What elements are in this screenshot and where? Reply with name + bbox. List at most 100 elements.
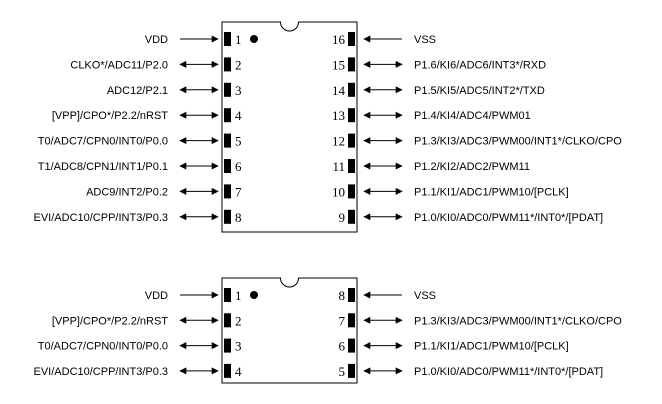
pin-label: P1.0/KI0/ADC0/PWM11*/INT0*/[PDAT] [414, 366, 603, 378]
pin-number: 3 [235, 339, 242, 354]
left-pin-8: 8 EVI/ADC10/CPP/INT3/P0.3 [34, 209, 242, 225]
package-outline [221, 21, 358, 233]
pin-label: P1.1/KI1/ADC1/PWM10/[PCLK] [414, 186, 569, 198]
pin-pad [224, 209, 231, 224]
left-pin-1: 1 VDD [145, 32, 242, 47]
pin-number: 6 [339, 339, 346, 354]
pin-pad [348, 288, 355, 302]
pin-number: 4 [235, 364, 242, 379]
pin-label: P1.1/KI1/ADC1/PWM10/[PCLK] [414, 341, 569, 353]
pin-pad [348, 313, 355, 328]
pin-label: P1.0/KI0/ADC0/PWM11*/INT0*/[PDAT] [414, 212, 603, 224]
pin-pad [348, 133, 355, 148]
pin-label: EVI/ADC10/CPP/INT3/P0.3 [34, 212, 169, 224]
right-pin-14: 14 P1.5/KI5/ADC5/INT2*/TXD [332, 82, 545, 98]
pin-number: 2 [235, 313, 242, 328]
pin-label: VDD [145, 34, 168, 46]
pin-label: T0/ADC7/CPN0/INT0/P0.0 [38, 136, 168, 148]
pin-number: 1 [235, 32, 242, 47]
right-pin-15: 15 P1.6/KI6/ADC6/INT3*/RXD [332, 57, 546, 72]
pin-number: 16 [332, 32, 346, 47]
left-pin-6: 6T1/ADC8/CPN1/INT1/P0.1 [38, 159, 242, 174]
pin-pad [224, 363, 231, 378]
left-pin-4: 4 EVI/ADC10/CPP/INT3/P0.3 [34, 363, 242, 379]
pin-pad [224, 313, 231, 328]
pin-number: 3 [235, 83, 242, 98]
pin-label: EVI/ADC10/CPP/INT3/P0.3 [34, 366, 169, 378]
pin-label: P1.6/KI6/ADC6/INT3*/RXD [414, 59, 546, 71]
left-pin-2: 2 CLKO*/ADC11/P2.0 [70, 57, 242, 72]
pin-label: VSS [414, 290, 436, 302]
pin-pad [224, 32, 231, 46]
pin-pad [348, 338, 355, 353]
pin-pad [224, 184, 231, 199]
pin-pad [348, 363, 355, 378]
pin-number: 7 [339, 313, 346, 328]
package-outline [221, 277, 358, 384]
pin-number: 12 [332, 134, 345, 149]
pin-number: 5 [339, 364, 346, 379]
left-pin-3: 3 T0/ADC7/CPN0/INT0/P0.0 [38, 338, 242, 354]
pin-label: P1.3/KI3/ADC3/PWM00/INT1*/CLKO/CPO [414, 136, 622, 148]
pin-label: [VPP]/CPO*/P2.2/nRST [52, 110, 168, 122]
right-pin-6: 6 P1.1/KI1/ADC1/PWM10/[PCLK] [339, 338, 569, 354]
right-pin-11: 11 P1.2/KI2/ADC2/PWM11 [332, 159, 530, 174]
right-pin-10: 10 P1.1/KI1/ADC1/PWM10/[PCLK] [332, 184, 569, 199]
pin-pad [348, 159, 355, 173]
pin-label: T1/ADC8/CPN1/INT1/P0.1 [38, 161, 168, 173]
pin-number: 10 [332, 184, 345, 199]
pin-pad [224, 159, 231, 173]
right-pin-7: 7 P1.3/KI3/ADC3/PWM00/INT1*/CLKO/CPO [339, 313, 622, 328]
pin-pad [348, 108, 355, 123]
pin-label: VDD [145, 290, 168, 302]
pin-number: 1 [235, 288, 242, 303]
pin-pad [224, 133, 231, 148]
pin-label: ADC12/P2.1 [107, 85, 168, 97]
pin-pad [224, 338, 231, 353]
pin-number: 2 [235, 57, 242, 72]
pin-number: 8 [235, 210, 242, 225]
pin-number: 14 [332, 83, 346, 98]
pin-pad [348, 82, 355, 97]
pin1-indicator-dot [250, 35, 258, 43]
pin-pad [224, 57, 231, 72]
pin-pad [224, 288, 231, 302]
right-pin-12: 12 P1.3/KI3/ADC3/PWM00/INT1*/CLKO/CPO [332, 133, 622, 149]
pin-number: 4 [235, 108, 242, 123]
pin-label: [VPP]/CPO*/P2.2/nRST [52, 315, 168, 327]
left-pin-3: 3 ADC12/P2.1 [107, 82, 242, 98]
left-pin-1: 1 VDD [145, 288, 242, 303]
pin-number: 7 [235, 184, 242, 199]
pin-number: 15 [332, 57, 345, 72]
left-pin-4: 4 [VPP]/CPO*/P2.2/nRST [52, 108, 242, 123]
right-pin-13: 13 P1.4/KI4/ADC4/PWM01 [332, 108, 531, 123]
pin-pad [224, 82, 231, 97]
pin-number: 5 [235, 134, 242, 149]
pin-label: T0/ADC7/CPN0/INT0/P0.0 [38, 341, 168, 353]
pin-label: VSS [414, 34, 436, 46]
pin-pad [348, 32, 355, 46]
right-pin-8: 8 VSS [339, 288, 436, 303]
pin-label: P1.4/KI4/ADC4/PWM01 [414, 110, 531, 122]
pin-pad [224, 108, 231, 123]
pin-number: 11 [332, 159, 345, 174]
right-pin-16: 16 VSS [332, 32, 436, 47]
pin-pad [348, 184, 355, 199]
pin-number: 13 [332, 108, 345, 123]
pin-label: ADC9/INT2/P0.2 [86, 186, 168, 198]
pin-number: 9 [339, 210, 346, 225]
pin-pad [348, 209, 355, 224]
pin-number: 8 [339, 288, 346, 303]
pin-label: CLKO*/ADC11/P2.0 [70, 59, 168, 71]
pin-label: P1.3/KI3/ADC3/PWM00/INT1*/CLKO/CPO [414, 315, 622, 327]
chip-package-2: 1 VDD 2 [VPP]/CPO*/P2.2/nRST 3 T0/ADC7/CPN0/I… [34, 277, 622, 384]
left-pin-2: 2 [VPP]/CPO*/P2.2/nRST [52, 313, 242, 328]
left-pin-7: 7 ADC9/INT2/P0.2 [86, 184, 242, 199]
pin-label: P1.2/KI2/ADC2/PWM11 [414, 161, 530, 173]
pin-pad [348, 57, 355, 72]
left-pin-5: 5 T0/ADC7/CPN0/INT0/P0.0 [38, 133, 242, 149]
right-pin-5: 5 P1.0/KI0/ADC0/PWM11*/INT0*/[PDAT] [339, 363, 603, 379]
pin-label: P1.5/KI5/ADC5/INT2*/TXD [414, 85, 545, 97]
